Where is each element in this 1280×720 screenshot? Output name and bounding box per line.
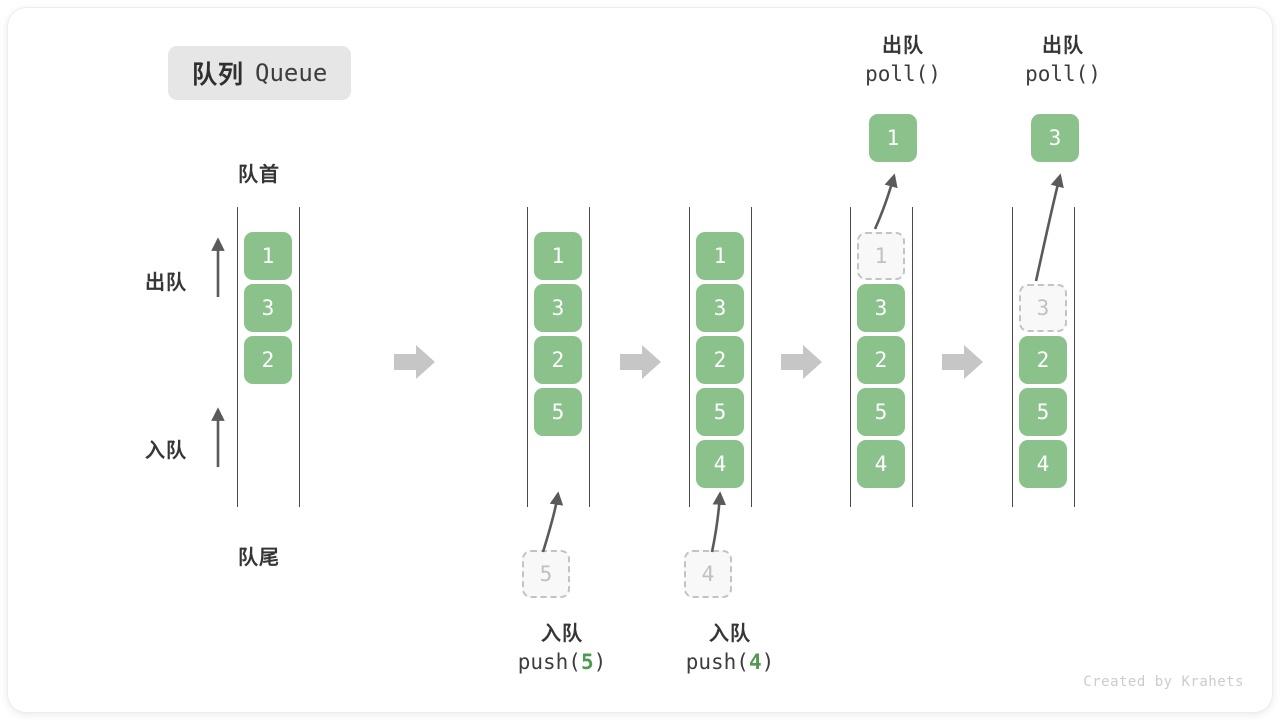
queue-rail-left: [237, 207, 238, 507]
queue-cell: 3: [534, 284, 582, 332]
op-label-push-4: 入队 push(4): [635, 620, 825, 678]
title-en: Queue: [255, 59, 328, 87]
stage-separator-arrow-icon: [392, 342, 438, 387]
label-queue-tail: 队尾: [238, 547, 280, 569]
queue-rail-left: [527, 207, 528, 507]
queue-rail-left: [1012, 207, 1013, 507]
queue-cell: 3: [696, 284, 744, 332]
op-label-push-5-code: push(5): [467, 648, 657, 678]
queue-cell: 2: [244, 336, 292, 384]
queue-cell: 1: [244, 232, 292, 280]
label-enqueue-direction: 入队: [145, 440, 187, 462]
queue-cell: 5: [1019, 388, 1067, 436]
credit-text: Created by Krahets: [1083, 674, 1244, 690]
queue-cell: 4: [696, 440, 744, 488]
queue-cell: 2: [534, 336, 582, 384]
queue-cell: 2: [1019, 336, 1067, 384]
stage-separator-arrow-icon: [779, 342, 825, 387]
queue-rail-right: [1074, 207, 1075, 507]
op-label-poll-2-code: poll(): [968, 60, 1158, 90]
queue-cell: 5: [534, 388, 582, 436]
op-label-poll-1-code: poll(): [808, 60, 998, 90]
label-dequeue-direction: 出队: [145, 272, 187, 294]
op-code-arg: 4: [748, 650, 762, 675]
op-label-push-5-cn: 入队: [541, 623, 583, 645]
incoming-element-ghost: 4: [684, 550, 732, 598]
queue-rail-left: [850, 207, 851, 507]
op-code-prefix: poll(: [865, 62, 929, 87]
queue-cell-ghost: 3: [1019, 284, 1067, 332]
queue-cell: 5: [857, 388, 905, 436]
queue-rail-left: [689, 207, 690, 507]
op-code-arg: 5: [580, 650, 594, 675]
queue-rail-right: [589, 207, 590, 507]
queue-cell: 3: [857, 284, 905, 332]
op-code-suffix: ): [593, 650, 607, 675]
queue-cell: 4: [857, 440, 905, 488]
queue-rail-right: [299, 207, 300, 507]
op-code-prefix: poll(: [1025, 62, 1089, 87]
title-badge: 队列 Queue: [168, 46, 352, 100]
popped-element: 1: [869, 114, 917, 162]
queue-rail-right: [912, 207, 913, 507]
op-code-prefix: push(: [685, 650, 749, 675]
queue-cell: 1: [534, 232, 582, 280]
op-code-prefix: push(: [517, 650, 581, 675]
op-code-suffix: ): [761, 650, 775, 675]
op-code-suffix: ): [928, 62, 941, 87]
queue-cell: 2: [696, 336, 744, 384]
title-cn: 队列: [192, 61, 245, 89]
stage-separator-arrow-icon: [940, 342, 986, 387]
op-label-push-4-code: push(4): [635, 648, 825, 678]
queue-cell: 2: [857, 336, 905, 384]
queue-cell: 5: [696, 388, 744, 436]
popped-element: 3: [1031, 114, 1079, 162]
op-label-push-4-cn: 入队: [709, 623, 751, 645]
op-label-poll-2: 出队 poll(): [968, 32, 1158, 90]
op-label-poll-1-cn: 出队: [882, 35, 924, 57]
queue-cell: 4: [1019, 440, 1067, 488]
op-label-poll-2-cn: 出队: [1042, 35, 1084, 57]
queue-rail-right: [751, 207, 752, 507]
op-code-suffix: ): [1088, 62, 1101, 87]
incoming-element-ghost: 5: [522, 550, 570, 598]
stage-separator-arrow-icon: [618, 342, 664, 387]
label-queue-head: 队首: [238, 164, 280, 186]
queue-cell-ghost: 1: [857, 232, 905, 280]
op-label-poll-1: 出队 poll(): [808, 32, 998, 90]
op-label-push-5: 入队 push(5): [467, 620, 657, 678]
queue-cell: 3: [244, 284, 292, 332]
queue-cell: 1: [696, 232, 744, 280]
